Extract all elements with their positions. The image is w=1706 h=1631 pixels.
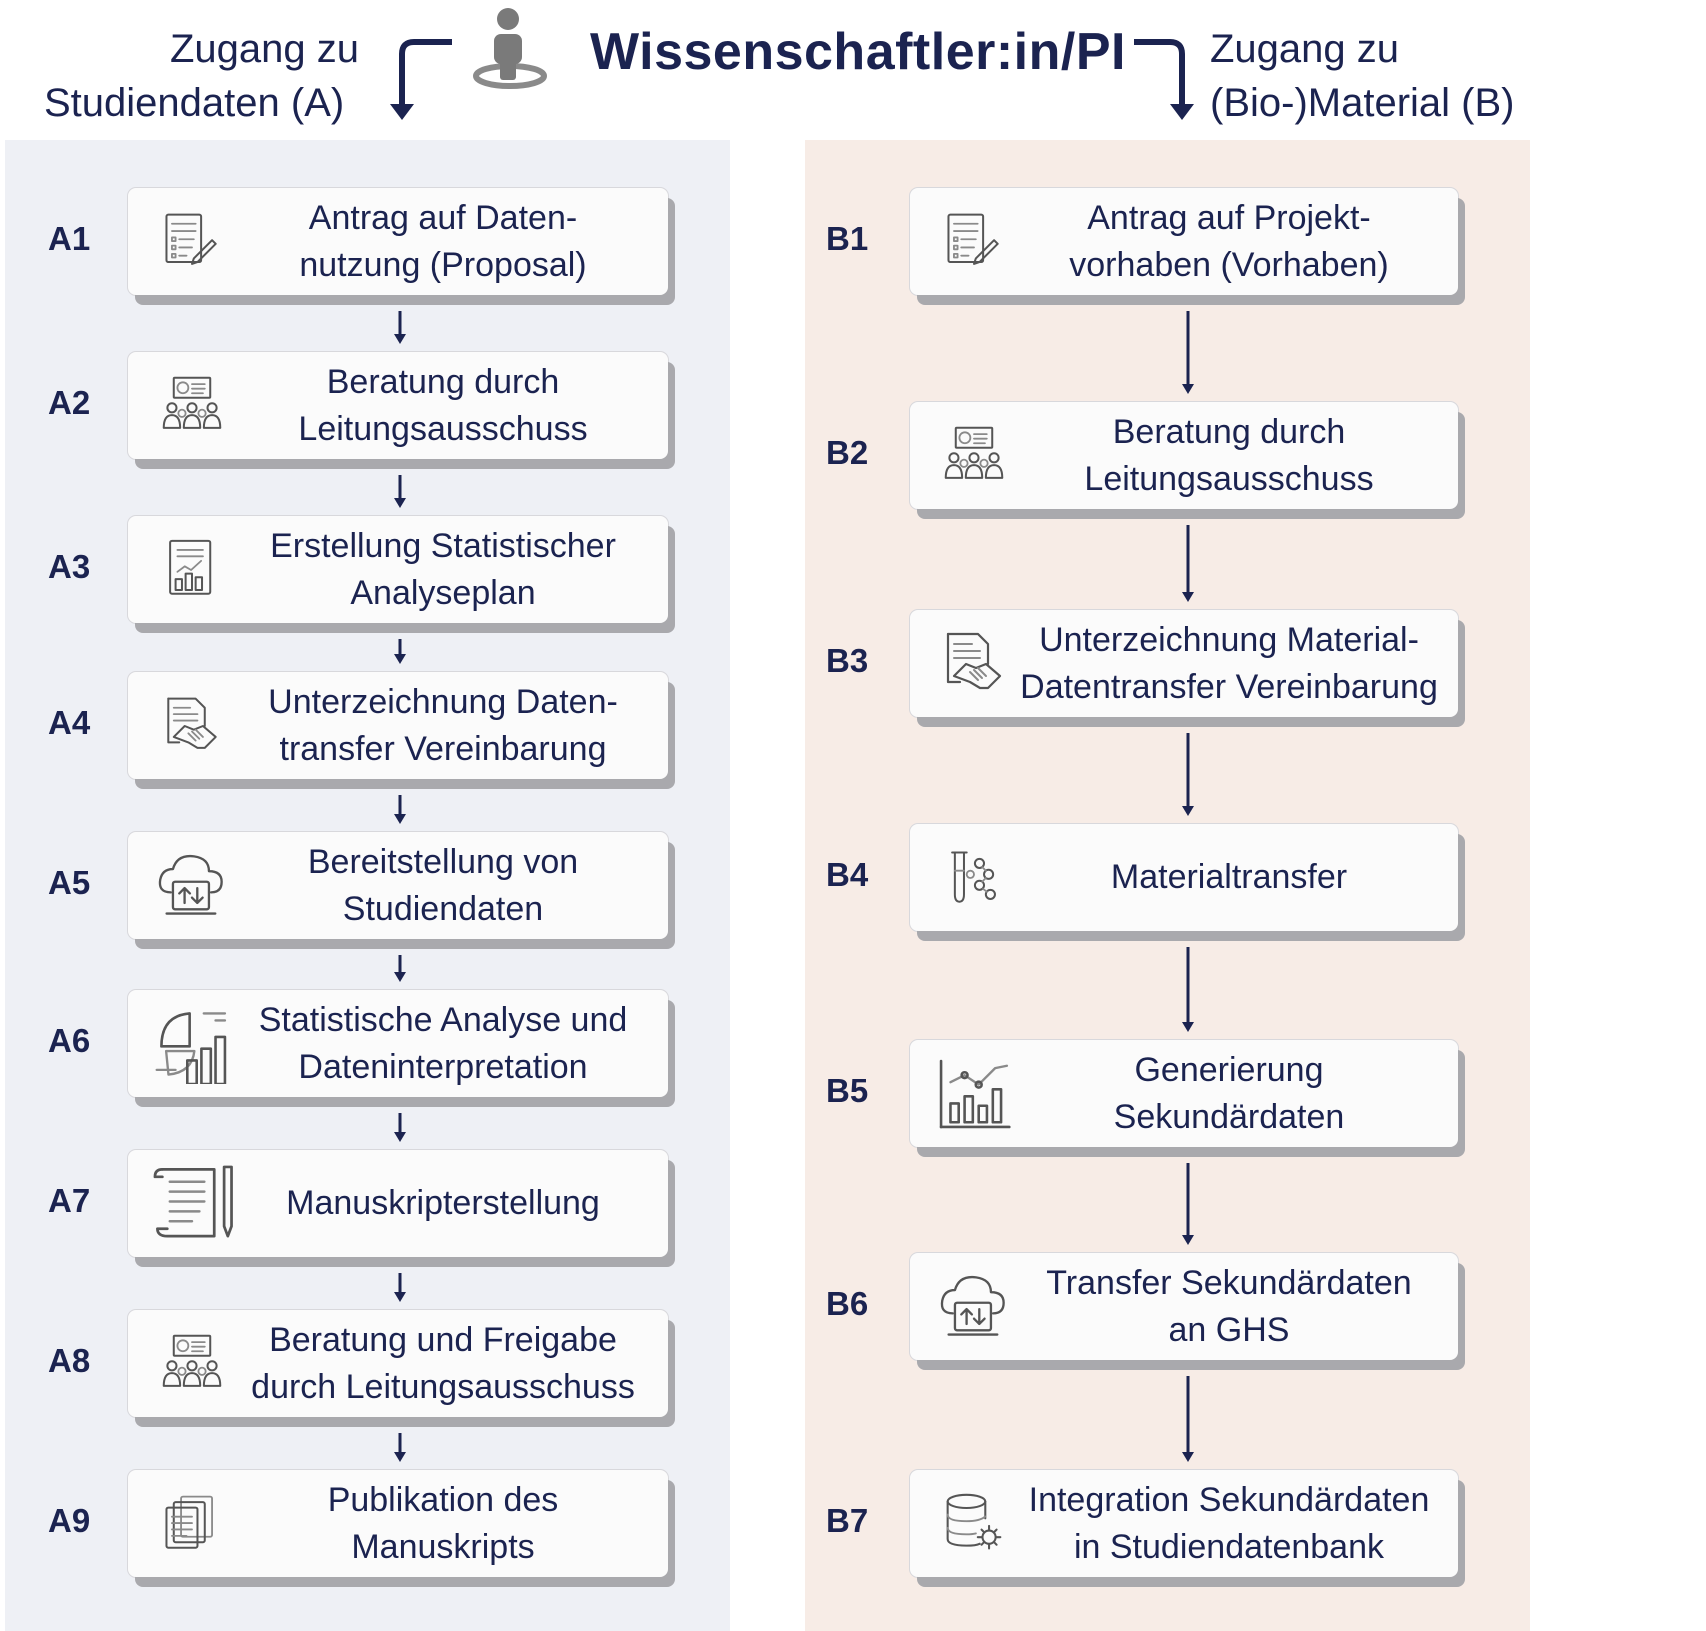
step-box-b4 <box>910 824 1458 931</box>
step-box-b7 <box>910 1470 1458 1577</box>
step-box-a1 <box>128 188 668 295</box>
step-text-a7: Manuskripterstellung <box>286 1184 600 1222</box>
step-id-b1: B1 <box>826 219 869 257</box>
step-text-a8: Beratung und Freigabe durch Leitungsauss… <box>251 1320 635 1406</box>
flow-arrow-b2 <box>1182 525 1194 602</box>
flow-arrow-b5 <box>1182 1163 1194 1245</box>
header-right-line1: Zugang zu <box>1210 27 1400 71</box>
arrow-to-column-a <box>390 39 452 120</box>
step-id-b5: B5 <box>826 1071 869 1109</box>
step-id-b2: B2 <box>826 433 869 471</box>
step-id-a9: A9 <box>48 1501 91 1539</box>
step-text-b7: Integration Sekundärdaten in Studiendate… <box>1028 1480 1430 1566</box>
flow-arrow-a5 <box>394 955 406 982</box>
flow-arrow-b6 <box>1182 1376 1194 1462</box>
database-gear-icon <box>946 1493 1002 1550</box>
step-text-a6: Statistische Analyse und Dateninterpreta… <box>258 1000 628 1086</box>
step-box-a8 <box>128 1310 668 1417</box>
step-id-b4: B4 <box>826 855 869 893</box>
step-box-a3 <box>128 516 668 623</box>
meeting-icon <box>162 376 222 429</box>
step-text-b4: Materialtransfer <box>1110 858 1348 896</box>
step-box-a7 <box>128 1150 668 1257</box>
step-box-b2 <box>910 402 1458 509</box>
flow-arrow-a4 <box>394 795 406 824</box>
flow-arrow-a1 <box>394 311 406 344</box>
analytics-icon <box>155 1011 227 1084</box>
step-id-a5: A5 <box>48 863 91 901</box>
header-right-line2: (Bio-)Material (B) <box>1210 81 1515 125</box>
step-text-b5: Generierung Sekundärdaten <box>1113 1050 1345 1136</box>
step-box-b3 <box>910 610 1458 717</box>
step-text-a9: Publikation des Manuskripts <box>327 1480 559 1566</box>
documents-icon <box>165 1495 213 1549</box>
step-box-a2 <box>128 352 668 459</box>
step-box-b6 <box>910 1253 1458 1360</box>
agreement-handshake-icon <box>946 632 1002 689</box>
step-box-a9 <box>128 1470 668 1577</box>
report-chart-icon <box>169 539 212 595</box>
step-text-a1: Antrag auf Daten- nutzung (Proposal) <box>299 198 587 284</box>
step-box-b1 <box>910 188 1458 295</box>
step-id-b6: B6 <box>826 1284 869 1322</box>
step-id-a2: A2 <box>48 383 91 421</box>
step-text-a2: Beratung durch Leitungsausschuss <box>298 362 588 448</box>
test-tube-molecule-icon <box>951 850 996 903</box>
agreement-handshake-icon <box>167 697 217 749</box>
flow-arrow-b4 <box>1182 947 1194 1032</box>
step-id-b3: B3 <box>826 641 869 679</box>
cloud-transfer-icon <box>158 854 223 915</box>
step-text-a4: Unterzeichnung Daten- transfer Vereinbar… <box>268 682 618 768</box>
step-text-b1: Antrag auf Projekt- vorhaben (Vorhaben) <box>1069 198 1389 284</box>
step-id-a8: A8 <box>48 1341 91 1379</box>
step-id-b7: B7 <box>826 1501 869 1539</box>
step-text-a5: Bereitstellung von Studiendaten <box>307 842 579 928</box>
arrow-to-column-b <box>1134 39 1194 120</box>
flow-arrow-a6 <box>394 1113 406 1142</box>
flow-arrow-a8 <box>394 1433 406 1462</box>
flow-arrow-b3 <box>1182 733 1194 816</box>
flow-arrow-a7 <box>394 1273 406 1302</box>
cloud-transfer-icon <box>940 1275 1005 1336</box>
meeting-icon <box>162 1334 222 1387</box>
step-id-a3: A3 <box>48 547 91 585</box>
header-left-line1: Zugang zu <box>170 27 360 71</box>
flow-arrow-b1 <box>1182 311 1194 394</box>
page-title: Wissenschaftler:in/PI <box>590 23 1126 81</box>
step-id-a7: A7 <box>48 1181 91 1219</box>
header-left-line2: Studiendaten (A) <box>44 81 345 125</box>
meeting-icon <box>944 426 1004 479</box>
step-box-a5 <box>128 832 668 939</box>
step-box-a4 <box>128 672 668 779</box>
manuscript-pen-icon <box>153 1165 233 1237</box>
step-text-b2: Beratung durch Leitungsausschuss <box>1084 412 1374 498</box>
step-text-b6: Transfer Sekundärdaten an GHS <box>1046 1263 1412 1349</box>
step-text-a3: Erstellung Statistischer Analyseplan <box>270 526 616 612</box>
flow-arrow-a2 <box>394 475 406 508</box>
person-icon <box>473 8 547 89</box>
document-pen-icon <box>947 213 999 265</box>
bar-line-chart-icon <box>939 1059 1011 1128</box>
step-id-a6: A6 <box>48 1021 91 1059</box>
step-id-a1: A1 <box>48 219 91 257</box>
document-pen-icon <box>165 213 217 265</box>
step-id-a4: A4 <box>48 703 91 741</box>
flow-arrow-a3 <box>394 639 406 664</box>
step-text-b3: Unterzeichnung Material- Datentransfer V… <box>1020 620 1438 706</box>
step-box-a6 <box>128 990 668 1097</box>
